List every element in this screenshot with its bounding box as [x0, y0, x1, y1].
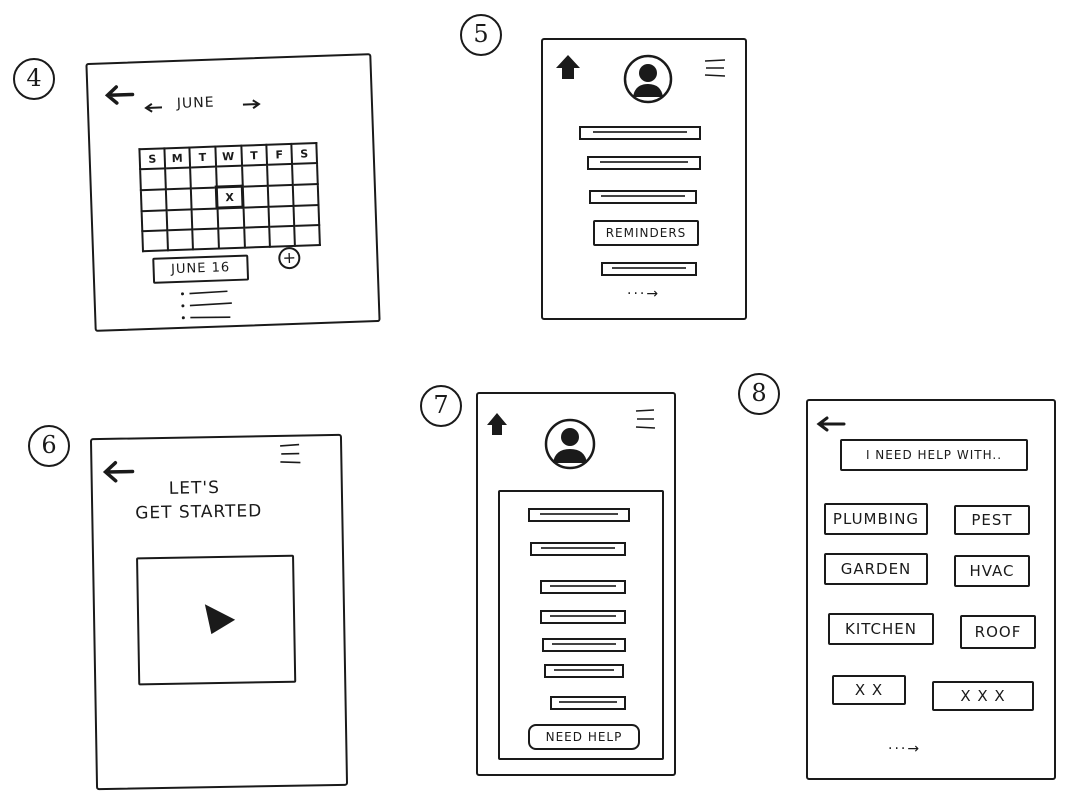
weekday-tue: T: [189, 146, 216, 168]
day-cell[interactable]: [165, 187, 192, 210]
category-roof-button[interactable]: ROOF: [960, 615, 1036, 649]
home-icon[interactable]: [486, 412, 508, 436]
menu-item[interactable]: [528, 508, 630, 522]
day-cell[interactable]: [292, 183, 319, 206]
day-cell[interactable]: [269, 225, 295, 247]
day-cell[interactable]: [242, 185, 269, 208]
more-arrow[interactable]: ···→: [627, 286, 661, 302]
event-list: [181, 290, 232, 320]
more-arrow[interactable]: ···→: [888, 741, 922, 757]
menu-item[interactable]: [550, 696, 626, 710]
screen-7-help-menu: NEED HELP: [476, 392, 676, 776]
menu-item[interactable]: [530, 542, 626, 556]
play-icon[interactable]: [201, 602, 238, 637]
day-cell[interactable]: [267, 184, 294, 207]
prev-month-arrow-icon[interactable]: [144, 102, 164, 113]
avatar-icon[interactable]: [544, 418, 596, 470]
day-cell[interactable]: [165, 167, 191, 189]
screen-number-8: 8: [738, 373, 780, 415]
back-arrow-icon[interactable]: [102, 459, 135, 484]
menu-item[interactable]: [542, 638, 626, 652]
screen-8-categories: I NEED HELP WITH.. PLUMBING PEST GARDEN …: [806, 399, 1056, 780]
screen-number-7: 7: [420, 385, 462, 427]
category-hvac-button[interactable]: HVAC: [954, 555, 1030, 587]
need-help-button[interactable]: NEED HELP: [528, 724, 640, 750]
weekday-wed: W: [214, 145, 242, 167]
next-month-arrow-icon[interactable]: [241, 99, 261, 110]
day-cell[interactable]: [293, 204, 320, 226]
day-cell[interactable]: [166, 208, 193, 231]
screen-5-menu: REMINDERS ···→: [541, 38, 747, 320]
day-cell[interactable]: [192, 228, 219, 250]
day-cell[interactable]: [267, 163, 293, 186]
selected-day-cell[interactable]: X: [216, 186, 244, 209]
hamburger-menu-icon[interactable]: [278, 443, 302, 465]
day-cell[interactable]: [217, 227, 245, 249]
day-cell[interactable]: [142, 230, 168, 252]
category-pest-button[interactable]: PEST: [954, 505, 1030, 535]
day-cell[interactable]: [141, 209, 168, 232]
weekday-thu: T: [240, 144, 268, 166]
category-garden-button[interactable]: GARDEN: [824, 553, 928, 585]
back-arrow-icon[interactable]: [104, 83, 135, 106]
category-placeholder-button[interactable]: X X: [832, 675, 906, 705]
add-event-icon[interactable]: +: [277, 246, 301, 270]
day-cell[interactable]: [191, 208, 218, 230]
title-line-1: LET'S: [168, 477, 221, 499]
menu-item[interactable]: [579, 126, 701, 140]
day-cell[interactable]: [243, 206, 270, 228]
weekday-sun: S: [139, 148, 166, 170]
category-kitchen-button[interactable]: KITCHEN: [828, 613, 934, 645]
day-cell[interactable]: [190, 166, 217, 188]
menu-item[interactable]: [540, 610, 626, 624]
help-menu-panel: NEED HELP: [498, 490, 664, 760]
home-icon[interactable]: [555, 54, 581, 80]
menu-item[interactable]: [601, 262, 697, 276]
screen-6-get-started: LET'S GET STARTED: [89, 433, 349, 791]
avatar-icon[interactable]: [623, 54, 673, 104]
back-arrow-icon[interactable]: [816, 415, 846, 433]
day-cell[interactable]: [294, 225, 320, 246]
hamburger-menu-icon[interactable]: [634, 408, 656, 430]
month-label: JUNE: [176, 94, 215, 112]
screen-number-6: 6: [28, 425, 70, 467]
weekday-mon: M: [164, 147, 191, 169]
screen-number-5: 5: [460, 14, 502, 56]
day-cell[interactable]: [190, 187, 218, 209]
selected-date-button[interactable]: JUNE 16: [152, 254, 250, 284]
category-plumbing-button[interactable]: PLUMBING: [824, 503, 928, 535]
day-cell[interactable]: [140, 168, 166, 190]
hamburger-menu-icon[interactable]: [703, 58, 727, 78]
help-prompt-field[interactable]: I NEED HELP WITH..: [840, 439, 1028, 471]
calendar-grid: S M T W T F S X: [138, 142, 321, 252]
title-line-2: GET STARTED: [135, 501, 263, 524]
day-cell[interactable]: [243, 226, 270, 248]
menu-item[interactable]: [540, 580, 626, 594]
day-cell[interactable]: [167, 229, 193, 251]
screen-number-4: 4: [13, 58, 55, 100]
day-cell[interactable]: [268, 205, 295, 227]
reminders-button[interactable]: REMINDERS: [593, 220, 699, 246]
menu-item[interactable]: [544, 664, 624, 678]
menu-item[interactable]: [589, 190, 697, 204]
weekday-fri: F: [266, 143, 293, 165]
day-cell[interactable]: [241, 164, 268, 187]
day-cell[interactable]: [292, 163, 318, 185]
weekday-sat: S: [291, 143, 318, 164]
day-cell[interactable]: [215, 165, 243, 188]
day-cell[interactable]: [217, 207, 244, 229]
menu-item[interactable]: [587, 156, 701, 170]
day-cell[interactable]: [140, 188, 167, 211]
screen-4-calendar: JUNE S M T W T F S X JUNE 16 +: [85, 53, 381, 332]
video-player[interactable]: [136, 554, 297, 686]
category-placeholder-button[interactable]: X X X: [932, 681, 1034, 711]
